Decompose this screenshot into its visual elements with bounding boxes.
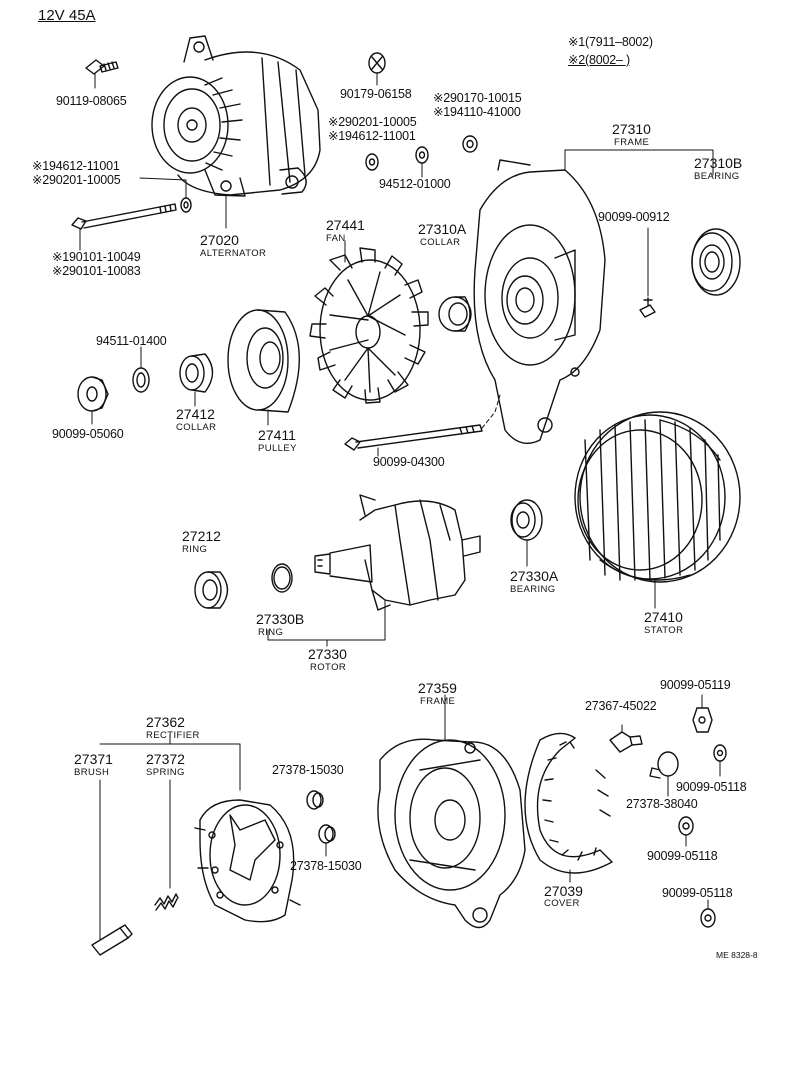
label-frame-27359: FRAME (420, 696, 456, 707)
label-290201-10005-b: ※290201-10005 (32, 173, 121, 187)
label-27330: 27330 (308, 646, 347, 662)
label-27412: 27412 (176, 406, 215, 422)
label-27378-15030-b: 27378-15030 (290, 859, 362, 873)
bolt-90119 (85, 59, 119, 89)
label-90099-04300: 90099-04300 (373, 455, 445, 469)
label-27367-45022: 27367-45022 (585, 699, 657, 713)
label-290170-10015: ※290170-10015 (433, 91, 522, 105)
label-cover: COVER (544, 898, 580, 909)
label-pulley: PULLEY (258, 443, 297, 454)
label-27372: 27372 (146, 751, 185, 767)
small-hardware-top (139, 135, 478, 213)
label-stator: STATOR (644, 625, 684, 636)
label-27378-15030-a: 27378-15030 (272, 763, 344, 777)
label-290201-10005-a: ※290201-10005 (328, 115, 417, 129)
label-90099-05060: 90099-05060 (52, 427, 124, 441)
label-27378-38040: 27378-38040 (626, 797, 698, 811)
nut-90179 (368, 52, 386, 86)
diagram-title: 12V 45A (38, 7, 96, 24)
label-frame-27310: FRAME (614, 137, 650, 148)
label-bearing-27330a: BEARING (510, 584, 556, 595)
label-190101-10049: ※190101-10049 (52, 250, 141, 264)
label-27359: 27359 (418, 680, 457, 696)
label-27362: 27362 (146, 714, 185, 730)
label-collar-27310a: COLLAR (420, 237, 461, 248)
bushings-27378-15030 (306, 790, 336, 857)
washer-94511 (132, 346, 150, 393)
label-rotor: ROTOR (310, 662, 347, 673)
through-bolt-90099-04300 (344, 394, 501, 457)
collar-27412 (179, 353, 214, 407)
label-27330b: 27330B (256, 611, 305, 627)
label-ring-27330b: RING (258, 627, 284, 638)
label-bearing-27310b: BEARING (694, 171, 740, 182)
insulator-27378-38040 (649, 751, 679, 797)
label-27310b: 27310B (694, 155, 743, 171)
spring-27372 (154, 779, 179, 911)
terminal-bolt-27367 (609, 724, 643, 753)
label-90099-00912: 90099-00912 (598, 210, 670, 224)
brush-27371 (91, 779, 133, 956)
label-90099-05119: 90099-05119 (660, 678, 731, 692)
label-27330a: 27330A (510, 568, 559, 584)
long-bolt-190101 (71, 203, 177, 251)
label-90119-08065: 90119-08065 (56, 94, 127, 108)
label-290101-10083: ※290101-10083 (52, 264, 141, 278)
nut-90099-05060 (77, 376, 109, 425)
label-27441: 27441 (326, 217, 365, 233)
cover-27039 (524, 732, 613, 883)
bearing-27330a (510, 499, 543, 567)
ring-27330b (271, 563, 293, 593)
label-27310: 27310 (612, 121, 651, 137)
label-ring-27212: RING (182, 544, 208, 555)
rectifier-27362 (99, 734, 301, 923)
ring-27212 (194, 571, 229, 609)
label-fan: FAN (326, 233, 346, 244)
reference-code: ME 8328-8 (716, 950, 758, 960)
label-194110-41000: ※194110-41000 (433, 105, 521, 119)
fan-27441 (309, 240, 429, 404)
label-194612-11001-b: ※194612-11001 (32, 159, 120, 173)
label-90099-05118-a: 90099-05118 (676, 780, 747, 794)
label-27020: 27020 (200, 232, 239, 248)
front-frame-27310 (473, 149, 714, 444)
label-194612-11001-a: ※194612-11001 (328, 129, 416, 143)
label-90099-05118-c: 90099-05118 (662, 886, 733, 900)
label-27212: 27212 (182, 528, 221, 544)
label-90099-05118-b: 90099-05118 (647, 849, 718, 863)
legend-note-1: ※1(7911–8002) (568, 35, 653, 49)
collar-27310a (438, 296, 472, 332)
label-27411: 27411 (258, 427, 296, 443)
bearing-27310b (691, 228, 741, 296)
label-27410: 27410 (644, 609, 683, 625)
nuts-90099-0511x (678, 694, 727, 928)
label-brush: BRUSH (74, 767, 110, 778)
label-rectifier: RECTIFIER (146, 730, 200, 741)
screw-90099-00912 (639, 227, 656, 318)
label-27310a: 27310A (418, 221, 467, 237)
label-90179-06158: 90179-06158 (340, 87, 412, 101)
legend-note-2: ※2(8002– ) (568, 53, 630, 67)
label-27039: 27039 (544, 883, 583, 899)
label-94511-01400: 94511-01400 (96, 334, 167, 348)
pulley-27411 (227, 309, 300, 426)
label-27371: 27371 (74, 751, 113, 767)
stator-27410 (574, 411, 741, 609)
label-spring: SPRING (146, 767, 185, 778)
rotor-27330 (267, 494, 481, 647)
rear-frame-27359 (377, 694, 526, 929)
alternator-assembly (151, 35, 321, 229)
label-collar-27412: COLLAR (176, 422, 217, 433)
label-94512-01000: 94512-01000 (379, 177, 451, 191)
label-alternator: ALTERNATOR (200, 248, 267, 259)
